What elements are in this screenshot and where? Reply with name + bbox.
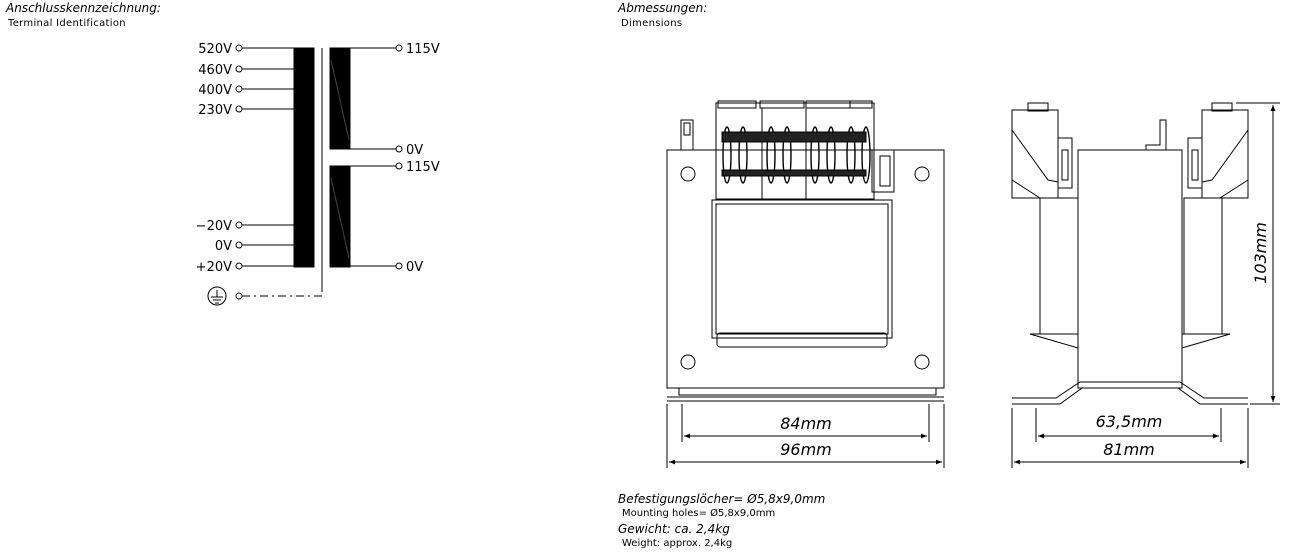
primary-leads xyxy=(235,44,294,270)
tap-label-0v: 0V xyxy=(215,239,232,254)
sec1-top-label: 115V xyxy=(406,42,440,57)
terminal-title-en: Terminal Identification xyxy=(8,18,126,29)
protective-earth-icon xyxy=(207,286,227,306)
side-outer-dim-label: 81mm xyxy=(1103,440,1155,459)
sec1-bottom-label: 0V xyxy=(406,143,423,158)
side-view xyxy=(1011,102,1249,405)
tap-label-520v: 520V xyxy=(198,42,232,57)
mounting-holes-de: Befestigungslöcher= Ø5,8x9,0mm xyxy=(618,492,826,506)
tap-label-460v: 460V xyxy=(198,63,232,78)
tap-label-230v: 230V xyxy=(198,103,232,118)
dimensions-title-en: Dimensions xyxy=(621,18,683,29)
weight-de: Gewicht: ca. 2,4kg xyxy=(618,522,730,536)
earth-line xyxy=(242,288,323,297)
side-inner-dim-label: 63,5mm xyxy=(1096,412,1163,431)
secondary-leads xyxy=(350,44,403,270)
tap-label-400v: 400V xyxy=(198,83,232,98)
front-inner-dim-label: 84mm xyxy=(780,414,832,433)
mounting-holes-en: Mounting holes= Ø5,8x9,0mm xyxy=(622,508,776,519)
height-dim-label: 103mm xyxy=(1251,222,1270,284)
front-outer-dim-label: 96mm xyxy=(780,440,832,459)
sec2-bottom-label: 0V xyxy=(406,260,423,275)
dimensions-title-de: Abmessungen: xyxy=(618,1,708,15)
sec2-top-label: 115V xyxy=(406,160,440,175)
terminal-title-de: Anschlusskennzeichnung: xyxy=(6,1,161,15)
front-view xyxy=(666,100,945,402)
tap-label-minus20v: −20V xyxy=(196,219,232,234)
notes-block: Befestigungslöcher= Ø5,8x9,0mm Mounting … xyxy=(618,492,825,552)
weight-en: Weight: approx. 2,4kg xyxy=(622,538,733,549)
primary-winding xyxy=(293,47,315,268)
terminal-block xyxy=(715,100,895,200)
tap-label-plus20v: +20V xyxy=(196,260,232,275)
